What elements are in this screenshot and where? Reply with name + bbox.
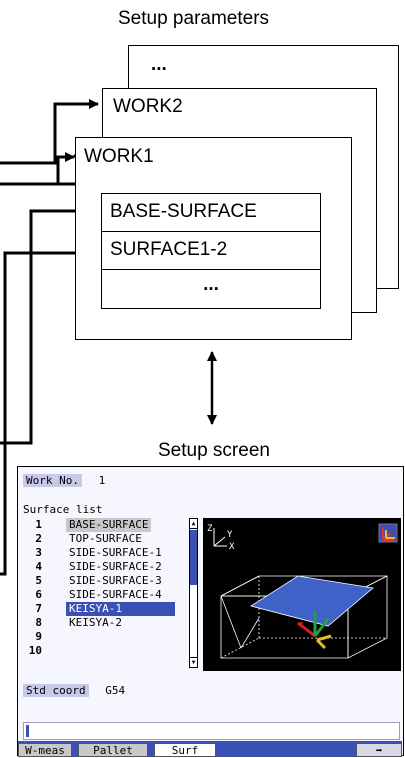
message-bar [23,722,400,740]
wire-to-base-surface [0,206,99,445]
wire-to-work1 [0,154,80,186]
std-coord-value[interactable]: G54 [105,684,126,697]
tab-w-meas[interactable]: W-meas [18,743,72,757]
coordinate-system-icon [378,523,398,543]
work-no-value[interactable]: 1 [98,474,106,487]
wire-to-work2 [0,99,99,165]
param-box-work1: WORK1 BASE-SURFACE SURFACE1-2 ... [75,137,352,340]
tab-surf[interactable]: Surf [154,743,216,757]
surface-list-label: Surface list [23,503,103,516]
inclined-plane [250,575,374,627]
list-item[interactable]: 10 [28,644,42,657]
surface-item-1-2: SURFACE1-2 [102,232,320,270]
axis-y-label: Y [227,530,233,540]
surface-axis-icon [297,612,332,650]
work-no-label: Work No. [23,474,82,487]
next-page-button[interactable]: ➡ [356,743,402,757]
scroll-up-icon[interactable]: ▲ [190,520,197,529]
surface-item-base: BASE-SURFACE [102,194,320,232]
axis-z-label: Z [207,524,213,534]
work1-label: WORK1 [84,146,154,167]
surface-list-box: BASE-SURFACE SURFACE1-2 ... [101,193,321,309]
arrow-right-icon: ➡ [375,744,383,757]
list-item[interactable]: 9 [35,630,42,643]
tab-pallet[interactable]: Pallet [78,743,148,757]
axis-x-label: X [229,542,235,552]
ellipsis-label: ... [151,54,167,75]
wire-to-work1-b [0,152,75,186]
work2-label: WORK2 [113,96,183,117]
scroll-down-icon[interactable]: ▼ [190,657,197,666]
list-scrollbar[interactable]: ▲ ▼ [189,518,198,668]
surface-3d-view: Z Y X [203,518,401,671]
surface-item-more: ... [203,274,219,295]
setup-parameters-title: Setup parameters [118,8,270,29]
std-coord-label: Std coord [23,684,89,697]
scroll-thumb[interactable] [190,530,197,585]
text-cursor [26,725,29,737]
wire-to-surface12 [0,248,99,576]
setup-screen-title: Setup screen [158,440,270,461]
